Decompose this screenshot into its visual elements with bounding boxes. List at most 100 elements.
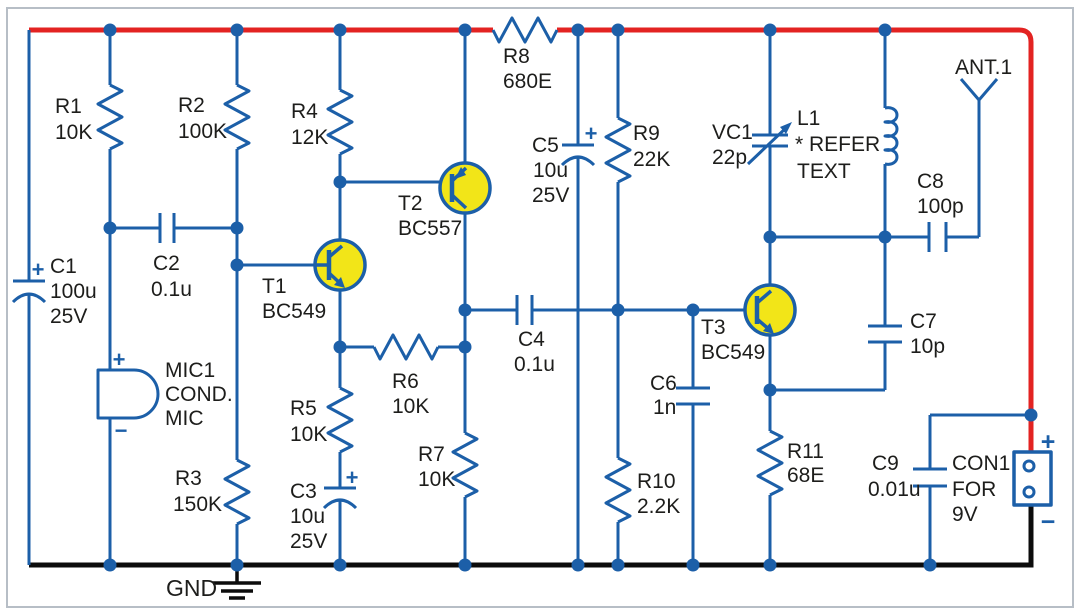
label-con1-ref: CON1 (952, 452, 1010, 475)
label-r8-ref: R8 (503, 45, 530, 68)
label-vc1-value: 22p (712, 146, 747, 169)
capacitor-c3-symbol (322, 486, 358, 510)
capacitor-c1-symbol (11, 279, 47, 304)
label-c3-ref: C3 (290, 480, 317, 503)
label-c7-ref: C7 (910, 310, 937, 333)
label-c2-ref: C2 (153, 252, 180, 275)
transistor-t2: T2 BC557 (398, 161, 492, 240)
ground-symbol: GND (166, 565, 261, 601)
label-r6-value: 10K (392, 395, 429, 418)
capacitor-c8-symbol (927, 222, 948, 252)
label-c5-value: 10u (533, 159, 568, 182)
label-c1-value: 100u (50, 280, 97, 303)
label-r3-value: 150K (173, 493, 222, 516)
label-r1-value: 10K (55, 121, 92, 144)
capacitor-c6-symbol (676, 386, 710, 406)
con1-pin-positive (1022, 459, 1036, 473)
inductor-l1: L1 * REFER TEXT (795, 106, 899, 183)
label-c3-value: 10u (290, 505, 325, 528)
capacitor-c7: C7 10p (868, 310, 945, 358)
label-r10-value: 2.2K (637, 495, 680, 518)
label-mic1-ref: MIC1 (165, 359, 215, 382)
label-c7-value: 10p (910, 335, 945, 358)
label-r4-ref: R4 (291, 100, 318, 123)
resistor-r3-symbol (223, 458, 251, 526)
label-r6-ref: R6 (392, 370, 419, 393)
resistor-r1-symbol (96, 83, 124, 151)
c1-plus-sign: + (32, 257, 45, 282)
label-c8-ref: C8 (917, 170, 944, 193)
antenna-ant1: ANT.1 (955, 56, 1012, 101)
con1-plus-sign: + (1041, 428, 1056, 456)
label-c1-rating: 25V (50, 305, 87, 328)
label-l1-note2: TEXT (797, 160, 851, 183)
capacitor-c4-symbol (515, 295, 534, 325)
mic1-symbol (96, 368, 160, 420)
resistor-r6: R6 10K (372, 333, 440, 418)
capacitor-c3: + C3 10u 25V (290, 465, 358, 553)
resistor-r4-symbol (326, 88, 354, 156)
label-t2-part: BC557 (398, 217, 462, 240)
label-mic1-line3: MIC (165, 407, 204, 430)
label-mic1-line2: COND. (165, 383, 233, 406)
label-r11-value: 68E (787, 464, 824, 487)
capacitor-c1: + C1 100u 25V (11, 255, 97, 328)
capacitor-c7-symbol (868, 324, 902, 344)
label-c9-ref: C9 (872, 452, 899, 475)
label-c5-rating: 25V (532, 184, 569, 207)
resistor-r5: R5 10K (290, 386, 354, 454)
diagram-frame (6, 7, 1074, 608)
label-r11-ref: R11 (787, 440, 824, 463)
label-c1-ref: C1 (50, 255, 77, 278)
resistor-r7: R7 10K (418, 431, 479, 499)
label-c8-value: 100p (917, 195, 964, 218)
label-r1-ref: R1 (55, 95, 82, 118)
label-c5-ref: C5 (532, 134, 559, 157)
resistor-r5-symbol (326, 386, 354, 454)
resistor-r2: R2 100K (178, 83, 251, 151)
label-r4-value: 12K (291, 126, 328, 149)
label-t3-part: BC549 (701, 341, 765, 364)
ground-rail (29, 505, 1034, 568)
l1-coil-symbol (883, 106, 899, 166)
label-r3-ref: R3 (175, 467, 202, 490)
label-ant1-ref: ANT.1 (955, 56, 1012, 79)
label-r5-ref: R5 (290, 397, 317, 420)
label-r9-value: 22K (633, 148, 670, 171)
resistor-r11-symbol (756, 429, 784, 497)
resistor-r7-symbol (451, 431, 479, 499)
ant1-symbol (959, 78, 999, 101)
label-r2-ref: R2 (178, 94, 205, 117)
label-l1-ref: L1 (797, 107, 820, 130)
resistor-r10: R10 2.2K (604, 456, 680, 524)
microphone-mic1: + − MIC1 COND. MIC (96, 347, 233, 443)
resistor-r4: R4 12K (291, 88, 354, 156)
label-l1-note1: * REFER (795, 133, 880, 156)
label-t1-ref: T1 (262, 275, 287, 298)
label-c6-ref: C6 (650, 372, 677, 395)
transistor-t1: T1 BC549 (262, 238, 367, 323)
capacitor-c8: C8 100p (917, 170, 964, 252)
label-r2-value: 100K (178, 120, 227, 143)
label-c2-value: 0.1u (151, 278, 192, 301)
resistor-r9-symbol (604, 116, 632, 184)
capacitor-c5: + C5 10u 25V (532, 121, 597, 207)
capacitor-c2-symbol (158, 213, 176, 243)
transistor-t3: T3 BC549 (701, 283, 797, 364)
c5-plus-sign: + (585, 121, 598, 146)
vc1-arrowhead (780, 122, 792, 134)
label-c4-ref: C4 (518, 328, 545, 351)
label-r10-ref: R10 (637, 470, 676, 493)
label-t2-ref: T2 (398, 192, 423, 215)
resistor-r9: R9 22K (604, 116, 670, 184)
resistor-r1: R1 10K (55, 83, 124, 151)
wires-horizontal (110, 180, 1031, 417)
label-r9-ref: R9 (633, 122, 660, 145)
label-con1-line3: 9V (952, 503, 978, 526)
resistor-r8-symbol (491, 16, 559, 44)
label-c9-value: 0.01u (868, 478, 921, 501)
resistor-r10-symbol (604, 456, 632, 524)
variable-capacitor-vc1: VC1 22p (712, 121, 792, 169)
